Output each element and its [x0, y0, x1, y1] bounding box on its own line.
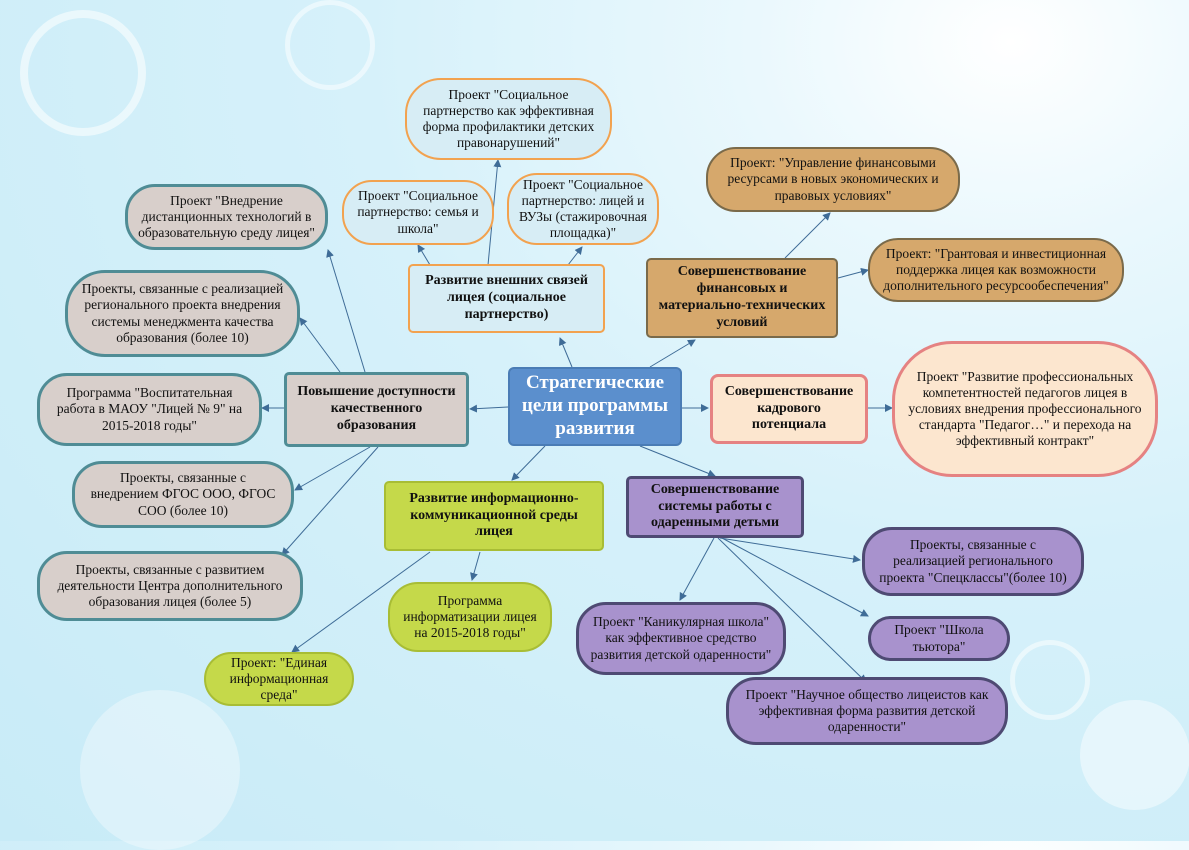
goal-label: Повышение доступности качественного обра…: [297, 384, 456, 433]
project-social-partnership-prevention[interactable]: Проект "Социальное партнерство как эффек…: [405, 78, 612, 160]
connector-line: [511, 445, 546, 481]
project-lyceum-universities[interactable]: Проект "Социальное партнерство: лицей и …: [507, 173, 659, 245]
project-label: Проект "Социальное партнерство: семья и …: [357, 188, 479, 236]
project-special-classes[interactable]: Проекты, связанные с реализацией региона…: [862, 527, 1084, 596]
project-holiday-school[interactable]: Проект "Каникулярная школа" как эффектив…: [576, 602, 786, 675]
central-goal-node[interactable]: Стратегические цели программы развития: [508, 367, 682, 446]
project-label: Проекты, связанные с развитием деятельно…: [57, 561, 283, 610]
project-quality-management[interactable]: Проекты, связанные с реализацией региона…: [65, 270, 300, 357]
connector-line: [470, 551, 481, 581]
project-label: Проект "Социальное партнерство как эффек…: [422, 86, 595, 151]
project-label: Программа информатизации лицея на 2015-2…: [403, 592, 537, 641]
project-scientific-society[interactable]: Проект "Научное общество лицеистов как э…: [726, 677, 1008, 745]
project-additional-education-center[interactable]: Проекты, связанные с развитием деятельно…: [37, 551, 303, 621]
project-label: Проекты, связанные с реализацией региона…: [81, 281, 284, 345]
goal-label: Совершенствование системы работы с одаре…: [650, 481, 780, 531]
project-financial-resources[interactable]: Проект: "Управление финансовыми ресурсам…: [706, 147, 960, 212]
project-label: Проект "Каникулярная школа" как эффектив…: [590, 614, 772, 662]
project-label: Программа "Воспитательная работа в МАОУ …: [56, 385, 243, 433]
goal-ict-environment[interactable]: Развитие информационно-коммуникационной …: [384, 481, 604, 551]
connector-line: [639, 445, 716, 478]
connector-line: [294, 446, 371, 491]
project-label: Проект "Развитие профессиональных компет…: [908, 368, 1142, 449]
project-label: Проект: "Грантовая и инвестиционная подд…: [883, 245, 1109, 294]
project-family-school[interactable]: Проект "Социальное партнерство: семья и …: [342, 180, 494, 245]
goal-label: Совершенствование кадрового потенциала: [724, 383, 854, 433]
goal-external-relations[interactable]: Развитие внешних связей лицея (социально…: [408, 264, 605, 333]
goal-label: Развитие информационно-коммуникационной …: [409, 490, 579, 540]
connector-line: [291, 551, 431, 653]
project-label: Проект "Научное общество лицеистов как э…: [745, 686, 989, 735]
connector-line: [326, 249, 366, 373]
project-label: Проект "Внедрение дистанционных технолог…: [138, 192, 315, 241]
goal-gifted-children[interactable]: Совершенствование системы работы с одаре…: [626, 476, 804, 538]
goal-education-access[interactable]: Повышение доступности качественного обра…: [284, 372, 469, 447]
connector-line: [417, 244, 431, 266]
project-fgos[interactable]: Проекты, связанные с внедрением ФГОС ООО…: [72, 461, 294, 528]
project-informatization-program[interactable]: Программа информатизации лицея на 2015-2…: [388, 582, 552, 652]
project-label: Проект: "Управление финансовыми ресурсам…: [727, 155, 939, 203]
connector-line: [649, 339, 696, 368]
project-label: Проект "Школа тьютора": [894, 622, 984, 654]
goal-finance[interactable]: Совершенствование финансовых и материаль…: [646, 258, 838, 338]
connector-line: [784, 212, 831, 259]
goal-label: Совершенствование финансовых и материаль…: [658, 264, 826, 330]
project-label: Проект "Социальное партнерство: лицей и …: [519, 176, 647, 241]
goal-label: Развитие внешних связей лицея (социально…: [425, 273, 588, 322]
project-single-information-environment[interactable]: Проект: "Единая информационная среда": [204, 652, 354, 706]
connector-line: [299, 317, 341, 373]
program-upbringing-work[interactable]: Программа "Воспитательная работа в МАОУ …: [37, 373, 262, 446]
project-professional-competence[interactable]: Проект "Развитие профессиональных компет…: [892, 341, 1158, 477]
connector-line: [717, 537, 867, 683]
project-label: Проекты, связанные с внедрением ФГОС ООО…: [90, 470, 276, 518]
connector-line: [721, 537, 869, 617]
project-label: Проект: "Единая информационная среда": [229, 654, 329, 703]
connector-line: [719, 537, 861, 563]
connector-line: [837, 267, 869, 279]
project-label: Проекты, связанные с реализацией региона…: [879, 537, 1067, 585]
connector-line: [567, 246, 583, 266]
connector-line: [558, 337, 573, 368]
project-tutor-school[interactable]: Проект "Школа тьютора": [868, 616, 1010, 661]
project-distance-technologies[interactable]: Проект "Внедрение дистанционных технолог…: [125, 184, 328, 250]
connector-line: [679, 537, 715, 601]
connector-line: [469, 404, 509, 413]
goal-staff-potential[interactable]: Совершенствование кадрового потенциала: [710, 374, 868, 444]
central-goal-label: Стратегические цели программы развития: [521, 372, 669, 439]
project-grant-support[interactable]: Проект: "Грантовая и инвестиционная подд…: [868, 238, 1124, 302]
connector-line: [281, 446, 379, 556]
